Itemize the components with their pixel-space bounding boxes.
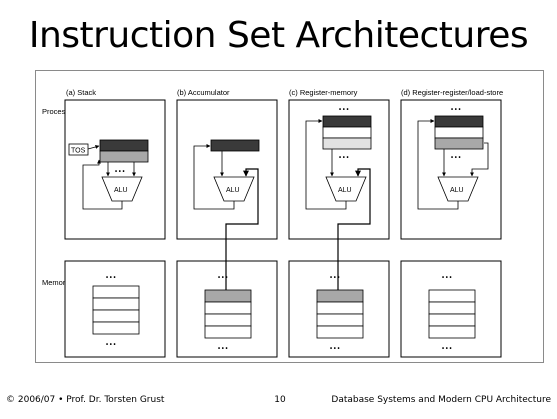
mem-regmem-cell-1: [316, 289, 364, 303]
mem-acc-cell-3: [204, 313, 252, 327]
regmem-register-white: [322, 126, 372, 139]
mem-loadstore-cell-3: [428, 313, 476, 327]
isa-diagram: Processor Memory (a) Stack (b) Accumulat…: [42, 88, 503, 358]
regmem-ellipsis-top: • • •: [339, 107, 349, 113]
mem-stack-cell-2: [92, 297, 140, 311]
mem-stack-cell-4: [92, 321, 140, 335]
figure-frame: Processor Memory (a) Stack (b) Accumulat…: [35, 70, 544, 363]
regmem-ellipsis-mid: • • •: [339, 155, 349, 161]
mem-stack-cell-3: [92, 309, 140, 323]
stack-ellipsis: • • •: [115, 169, 125, 175]
alu-label-register-memory: ALU: [338, 187, 352, 194]
mem-regmem-cell-3: [316, 313, 364, 327]
mem-loadstore-cell-4: [428, 325, 476, 339]
mem-acc-ellipsis-top: • • •: [218, 275, 228, 281]
memory-label: Memory: [42, 278, 69, 287]
mem-loadstore-ellipsis-bottom: • • •: [442, 346, 452, 352]
mem-acc-cell-2: [204, 301, 252, 315]
mem-acc-cell-1: [204, 289, 252, 303]
acc-result-path: [193, 144, 235, 210]
alu-accumulator: [213, 176, 255, 202]
processor-box-accumulator: [176, 99, 278, 240]
acc-memory-operand: [225, 168, 259, 290]
mem-regmem-ellipsis-bottom: • • •: [330, 346, 340, 352]
loadstore-input-right: [470, 142, 489, 177]
mem-stack-ellipsis-bottom: • • •: [106, 342, 116, 348]
accumulator-register: [210, 139, 260, 152]
alu-label-load-store: ALU: [450, 187, 464, 194]
loadstore-ellipsis-top: • • •: [451, 107, 461, 113]
regmem-memory-operand: [337, 168, 371, 290]
alu-label-accumulator: ALU: [226, 187, 240, 194]
panel-label-accumulator: (b) Accumulator: [177, 88, 230, 97]
alu-register-memory: [325, 176, 367, 202]
regmem-register-dark: [322, 115, 372, 128]
mem-acc-ellipsis-bottom: • • •: [218, 346, 228, 352]
footer-course-title: Database Systems and Modern CPU Architec…: [331, 395, 551, 405]
alu-load-store: [437, 176, 479, 202]
footer-copyright: © 2006/07 • Prof. Dr. Torsten Grust: [6, 395, 165, 405]
stack-result-path: [82, 159, 123, 210]
mem-regmem-cell-4: [316, 325, 364, 339]
tos-box: [68, 143, 89, 156]
processor-label: Processor: [42, 107, 76, 116]
mem-loadstore-cell-1: [428, 289, 476, 303]
tos-label: TOS: [71, 148, 86, 155]
slide-title: Instruction Set Architectures: [28, 15, 529, 56]
alu-stack: [101, 176, 143, 202]
mem-stack-ellipsis-top: • • •: [106, 275, 116, 281]
loadstore-ellipsis-mid: • • •: [451, 155, 461, 161]
loadstore-register-mid: [434, 137, 484, 150]
tos-pointer: [87, 145, 100, 150]
alu-label-stack: ALU: [114, 187, 128, 194]
panel-label-register-memory: (c) Register-memory: [289, 88, 358, 97]
regmem-register-light: [322, 137, 372, 150]
loadstore-register-dark: [434, 115, 484, 128]
loadstore-result-path: [417, 119, 459, 210]
stack-top-cell: [99, 139, 149, 152]
mem-loadstore-ellipsis-top: • • •: [442, 275, 452, 281]
regmem-result-path: [305, 119, 347, 210]
mem-acc-cell-4: [204, 325, 252, 339]
footer-rule: [0, 388, 557, 389]
footer-page-number: 10: [274, 395, 286, 405]
panel-label-stack: (a) Stack: [66, 88, 96, 97]
stack-second-cell: [99, 150, 149, 163]
mem-regmem-ellipsis-top: • • •: [330, 275, 340, 281]
mem-regmem-cell-2: [316, 301, 364, 315]
mem-loadstore-cell-2: [428, 301, 476, 315]
panel-label-load-store: (d) Register-register/load-store: [401, 88, 503, 97]
loadstore-register-white: [434, 126, 484, 139]
mem-stack-cell-1: [92, 285, 140, 299]
processor-box-stack: [64, 99, 166, 240]
